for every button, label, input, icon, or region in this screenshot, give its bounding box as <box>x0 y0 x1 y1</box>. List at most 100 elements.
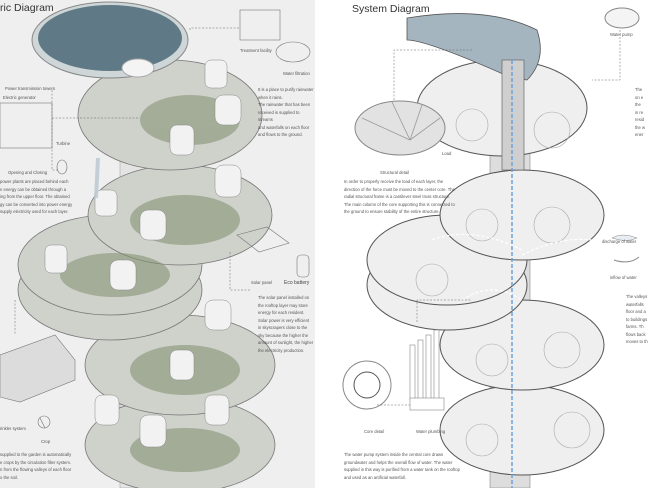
inflow-drawing <box>613 256 640 263</box>
text-line: It is a place to purify rainwater <box>258 87 314 92</box>
text-line: the ground to ensure stability of the en… <box>344 209 440 214</box>
text-line: The water pump system inside the central… <box>344 452 444 457</box>
text-line: The main column of the core supporting t… <box>344 201 455 207</box>
text-line: direction of the force must be moved to … <box>344 186 455 192</box>
paragraph-rainwater: It is a place to purify rainwater when i… <box>258 86 315 139</box>
paragraph-solar: The solar panel installed on the rooftop… <box>258 294 313 354</box>
text-line: Solar power is very efficient <box>258 317 310 323</box>
text-line: n energy can be obtained through a <box>0 186 67 192</box>
label-crop: Crop <box>41 439 51 444</box>
system-diagram-panel: System Diagram Water pump Load Structura… <box>322 0 652 488</box>
leader-lines <box>14 27 250 335</box>
text-line: on e <box>635 94 644 100</box>
text-line: In order to properly receive the load of… <box>344 179 444 184</box>
label-generator: Electric generator <box>3 95 36 100</box>
isometric-diagram-panel: ric Diagram Power transmission towers El… <box>0 0 315 488</box>
label-inflow: inflow of water <box>610 275 637 280</box>
text-line: radial structural frame is a cantilever … <box>344 194 451 199</box>
residential-buildings <box>44 59 242 448</box>
text-line: in skyscrapers close to the <box>258 325 308 330</box>
text-line: when it rains. <box>258 94 283 100</box>
label-treatment: Treatment facility <box>240 48 272 53</box>
garden-module-drawing <box>0 334 76 403</box>
label-turbine: Turbine <box>56 141 71 146</box>
core-detail-drawing <box>342 360 392 410</box>
text-line: and waterfalls on each floor <box>258 124 310 130</box>
text-line: energy for each resident. <box>258 310 305 315</box>
paragraph-structure: In order to properly receive the load of… <box>344 178 455 216</box>
discharge-drawing <box>611 234 638 241</box>
floor-disk <box>439 384 605 476</box>
label-water-plumbing: Water plumbing <box>416 429 446 434</box>
text-line: waterfalls <box>626 301 644 307</box>
text-line: e crops by the circulation filter system… <box>0 459 71 465</box>
turbine-drawing <box>56 159 68 175</box>
text-line: supplied in this way is purified from a … <box>344 467 460 472</box>
text-line: ener <box>635 132 644 137</box>
core-tower <box>501 59 525 171</box>
system-tower-illustration <box>342 7 640 488</box>
text-line: received is supplied to streams <box>258 109 300 123</box>
text-line: resid <box>635 117 645 122</box>
text-line: amount of sunlight, the higher <box>258 340 314 345</box>
power-plant-drawing <box>0 102 53 149</box>
paragraph-water: The water pump system inside the central… <box>344 451 460 481</box>
label-discharge: discharge of water <box>602 239 637 244</box>
label-opening: Opening and Closing <box>8 170 48 175</box>
label-battery: Eco battery <box>284 280 310 286</box>
text-line: o the soil. <box>0 474 18 480</box>
equipment-drawings <box>0 9 311 429</box>
text-line: The rainwater that has been <box>258 102 311 107</box>
flow-arrows <box>431 233 613 301</box>
text-line: supply electricity used for each layer. <box>0 209 69 214</box>
paragraph-power: power plants are placed behind each n en… <box>0 178 72 216</box>
text-line: groundwater and helps the overall flow o… <box>344 459 453 465</box>
crop-drawing <box>37 415 51 429</box>
paragraph-pump-truncated: The on e the in re resid the w ener <box>635 86 645 139</box>
text-line: power plants are placed behind each <box>0 179 69 184</box>
text-line: The <box>635 87 643 92</box>
floor-disk <box>439 169 605 261</box>
text-line: n from the flowing valleys of each floor <box>0 467 72 472</box>
panel-title: ric Diagram <box>0 2 54 14</box>
water-reservoir <box>38 5 182 71</box>
label-structural-detail: Structural detail <box>380 170 410 175</box>
text-line: to buildings <box>626 316 648 322</box>
label-sprinkler: rinkler system <box>0 426 26 431</box>
text-line: the w <box>635 124 646 130</box>
text-line: in re <box>635 109 644 115</box>
label-filtration: Water filtration <box>283 71 310 76</box>
water-pump-drawing <box>604 7 640 29</box>
waterfall <box>94 157 100 199</box>
water-plumbing-drawing <box>409 329 445 411</box>
solar-panel-drawing <box>236 226 290 253</box>
text-line: moves to th <box>626 339 648 344</box>
label-load: Load <box>442 151 452 156</box>
treatment-facility-drawing <box>239 9 281 41</box>
text-line: The valleys <box>626 294 648 299</box>
eco-battery-drawing <box>296 254 310 278</box>
structural-detail-drawing <box>354 100 446 156</box>
water-filtration-drawing <box>275 41 311 63</box>
text-line: the electricity production. <box>258 347 305 353</box>
text-line: The solar panel installed on <box>258 295 310 300</box>
text-line: and used as an artificial waterfall. <box>344 474 406 480</box>
panel-title: System Diagram <box>352 3 430 15</box>
text-line: and flows to the ground. <box>258 132 303 137</box>
label-solar: Solar panel <box>251 280 273 285</box>
label-core-detail: Core detail <box>364 429 385 434</box>
label-power-towers: Power transmission towers <box>5 86 56 91</box>
text-line: ing from the upper floor. The obtained <box>0 194 70 199</box>
paragraph-garden: supplied to the garden is automatically … <box>0 451 71 481</box>
text-line: flows back <box>626 331 646 337</box>
text-line: the rooftop layer may store <box>258 302 308 308</box>
reservoir-drain <box>121 58 155 78</box>
paragraph-valleys-truncated: The valleys waterfalls floor and a to bu… <box>626 293 648 346</box>
text-line: sky because the higher the <box>258 332 309 338</box>
text-line: gy can be converted into power energy <box>0 201 73 207</box>
leader-lines <box>377 30 621 406</box>
text-line: supplied to the garden is automatically <box>0 452 72 457</box>
label-water-pump: Water pump <box>610 32 633 37</box>
text-line: the <box>635 102 641 107</box>
isometric-tower-illustration <box>0 1 311 488</box>
